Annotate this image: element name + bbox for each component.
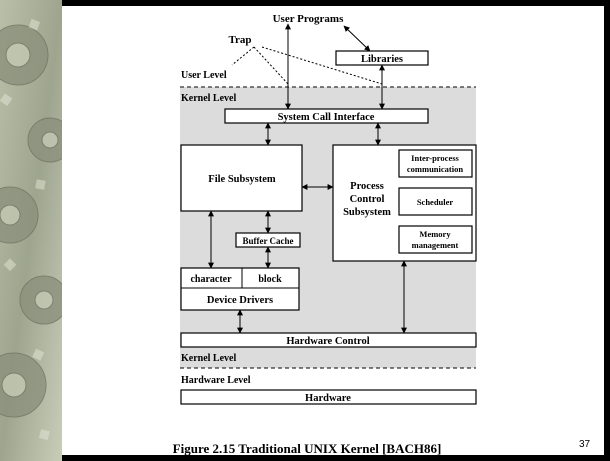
figure-caption: Figure 2.15 Traditional UNIX Kernel [BAC… — [172, 441, 442, 456]
hardware-box: Hardware — [180, 389, 477, 405]
trap-dotted-lines — [231, 46, 383, 85]
memory-management-box: Memory management — [398, 225, 473, 254]
svg-text:Subsystem: Subsystem — [343, 207, 391, 218]
hardware-level-label: Hardware Level — [181, 375, 251, 386]
unix-kernel-diagram: User Programs Trap User Level Kernel Lev… — [180, 13, 477, 405]
slide-content: User Programs Trap User Level Kernel Lev… — [62, 6, 604, 456]
buffer-cache-box: Buffer Cache — [235, 232, 301, 248]
kernel-level-top-label: Kernel Level — [181, 93, 236, 104]
svg-text:Memory: Memory — [419, 229, 451, 239]
device-drivers-box: character block Device Drivers — [180, 267, 300, 311]
device-drivers-label: Device Drivers — [207, 295, 273, 306]
svg-text:communication: communication — [407, 164, 463, 174]
inter-process-communication-box: Inter-process communication — [398, 149, 473, 178]
svg-text:Control: Control — [350, 194, 385, 205]
libraries-box: Libraries — [335, 50, 429, 66]
svg-text:Hardware Control: Hardware Control — [286, 336, 369, 347]
svg-text:Libraries: Libraries — [361, 54, 403, 65]
file-subsystem-box: File Subsystem — [180, 144, 303, 212]
user-programs-label: User Programs — [273, 13, 344, 25]
svg-text:Process: Process — [350, 181, 384, 192]
kernel-level-bottom-label: Kernel Level — [181, 353, 236, 364]
svg-text:management: management — [412, 240, 459, 250]
svg-text:File Subsystem: File Subsystem — [208, 174, 276, 185]
user-level-label: User Level — [181, 70, 227, 81]
scheduler-box: Scheduler — [398, 187, 473, 216]
svg-text:Hardware: Hardware — [305, 393, 351, 404]
block-label: block — [258, 274, 282, 285]
connection-arrows — [208, 23, 407, 334]
system-call-interface-box: System Call Interface — [224, 108, 429, 124]
svg-text:Buffer Cache: Buffer Cache — [242, 236, 293, 246]
gear-sidebar-decoration — [0, 0, 62, 461]
hardware-control-box: Hardware Control — [180, 332, 477, 348]
gear-icon — [0, 24, 62, 418]
svg-text:System Call Interface: System Call Interface — [278, 112, 375, 123]
svg-text:Scheduler: Scheduler — [417, 197, 454, 207]
trap-label: Trap — [228, 34, 251, 46]
page-number: 37 — [579, 439, 591, 450]
character-label: character — [190, 274, 232, 285]
svg-text:Inter-process: Inter-process — [411, 153, 459, 163]
